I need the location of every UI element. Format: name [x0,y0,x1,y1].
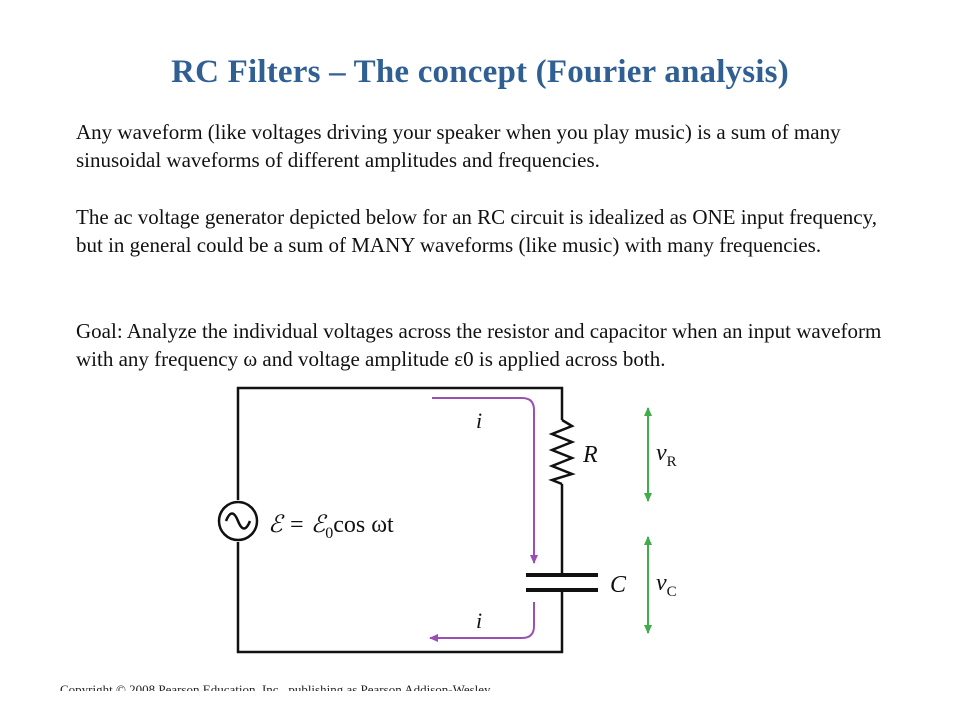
source-label-function: cos ωt [333,512,394,538]
current-arrow-return-icon [429,602,535,642]
capacitor-icon [526,573,598,592]
circuit-wires [236,386,564,654]
paragraph-goal: Goal: Analyze the individual voltages ac… [76,319,882,371]
source-label-emf: ℰ = ℰ [268,512,328,538]
capacitor-label: C [610,572,627,598]
voltage-r-symbol: v [656,440,667,466]
paragraph-ac-generator: The ac voltage generator depicted below … [76,205,877,257]
ac-source-icon [217,500,259,542]
source-label: ℰ = ℰ0cos ωt [268,512,394,542]
voltage-c-symbol: v [656,570,667,596]
current-label-bottom: i [476,608,482,633]
current-label-top: i [476,408,482,433]
paragraph-waveform-sum: Any waveform (like voltages driving your… [76,120,841,172]
voltage-c-subscript: C [667,584,677,600]
slide-title: RC Filters – The concept (Fourier analys… [171,54,789,90]
resistor-label: R [582,442,598,468]
source-label-subscript: 0 [325,525,333,542]
resistor-icon [548,418,576,486]
voltage-c-label: vC [656,570,677,600]
voltage-r-label: vR [656,440,677,470]
rc-circuit-diagram: ℰ = ℰ0cos ωt i i R C vR vC [217,386,677,654]
current-arrow-icon [432,397,538,564]
voltage-r-subscript: R [667,454,677,470]
copyright-footer: Copyright © 2008 Pearson Education, Inc.… [60,682,491,691]
